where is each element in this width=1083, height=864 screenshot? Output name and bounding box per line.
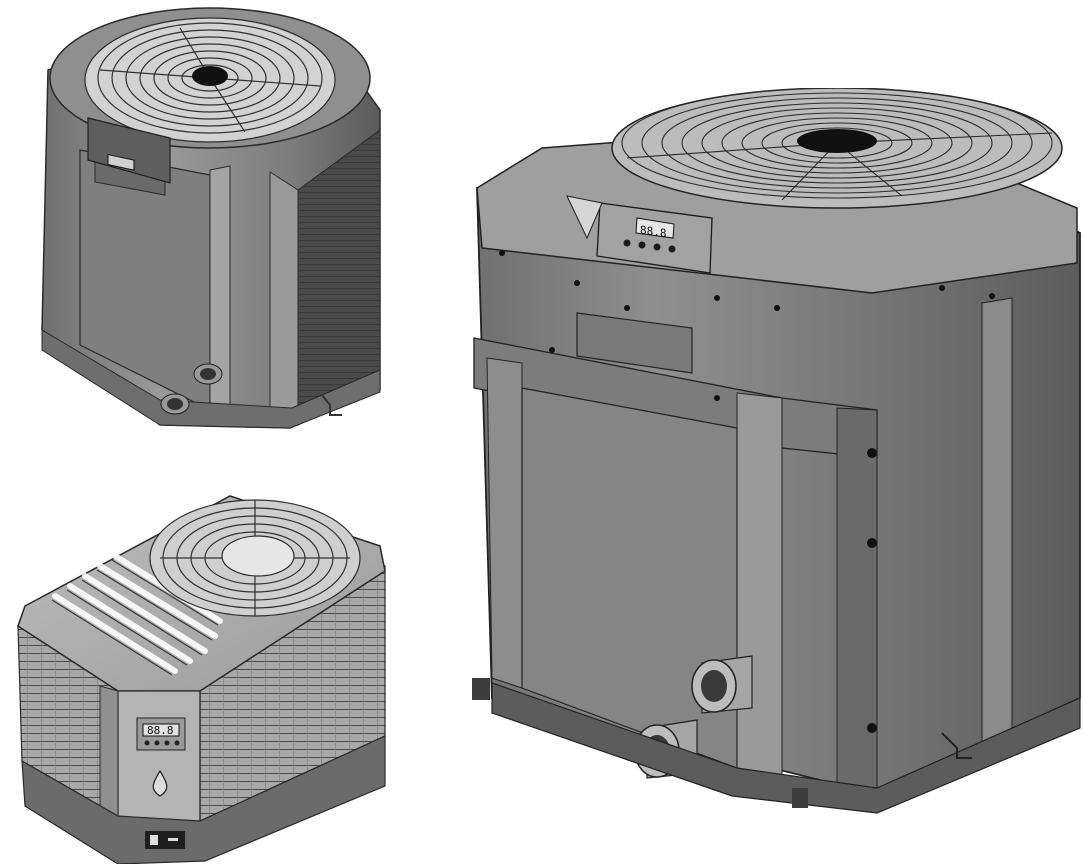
- heat-pump-finned-box: 88.8: [17, 495, 386, 864]
- water-connector-icon: [160, 363, 223, 415]
- lcd-display: [142, 723, 180, 737]
- lcd-display: [635, 217, 675, 239]
- heat-pump-small-round: [41, 7, 381, 429]
- fan-guard-icon: [621, 88, 1053, 201]
- lcd-digits: 88.8: [147, 724, 174, 737]
- control-panel: [87, 117, 171, 184]
- lcd-display: [107, 153, 135, 171]
- control-panel: 88.8: [136, 717, 186, 751]
- control-panel: 88.8: [596, 202, 713, 274]
- heat-pump-large-round: 88.8: [472, 88, 1081, 814]
- lcd-digits: 88.8: [640, 223, 666, 240]
- water-drop-icon: [152, 769, 168, 797]
